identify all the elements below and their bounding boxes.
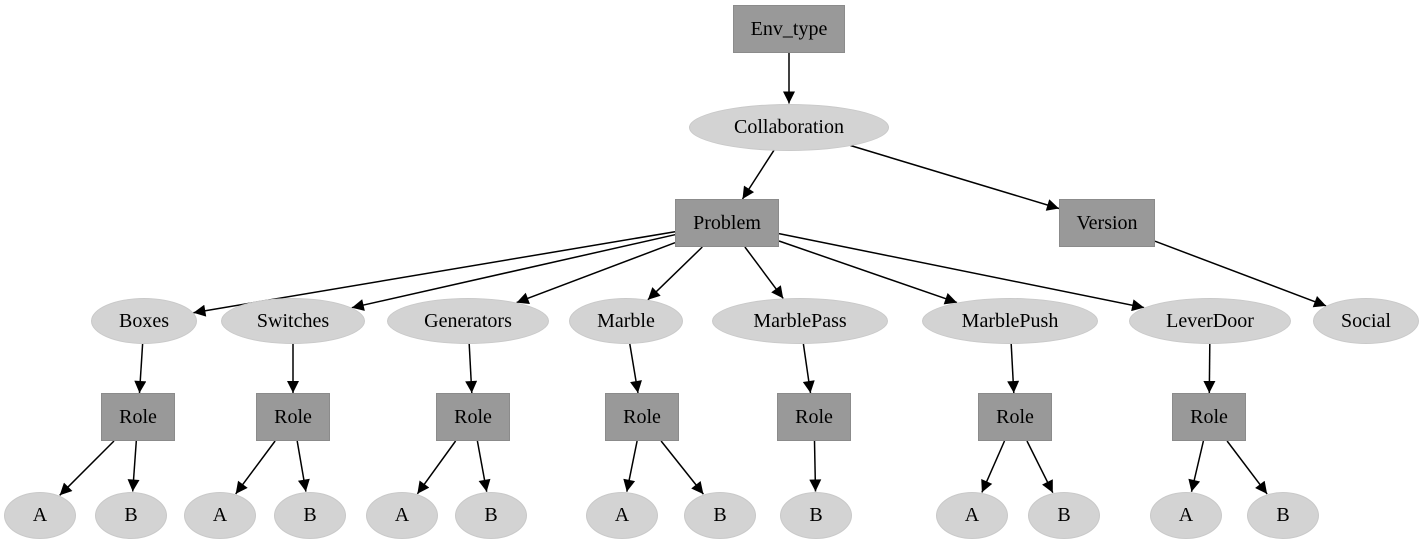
node-marblepush_a: A (936, 491, 1008, 539)
edge-role_boxes-to-boxes_a (59, 440, 115, 496)
node-marble_a: A (586, 491, 658, 539)
edge-collaboration-to-version (850, 144, 1060, 211)
edge-role_switches-to-switches_b (296, 440, 310, 492)
edge-role_leverdoor-to-leverdoor_a (1188, 440, 1205, 492)
node-marble_b: B (684, 491, 756, 539)
edge-role_leverdoor-to-leverdoor_b (1226, 440, 1268, 495)
edge-problem-to-marble (647, 246, 703, 301)
edge-marblepush-to-role_marblepush (1007, 343, 1020, 394)
node-problem: Problem (675, 199, 779, 247)
edge-role_marble-to-marble_b (660, 440, 704, 495)
edge-problem-to-marblepush (778, 240, 958, 305)
node-leverdoor_a: A (1150, 491, 1222, 539)
node-boxes_a: A (4, 491, 76, 539)
edge-role_generators-to-generators_b (476, 440, 491, 492)
edge-role_marblepush-to-marblepush_a (981, 440, 1006, 493)
node-marblepush: MarblePush (922, 298, 1098, 344)
node-collaboration: Collaboration (689, 103, 889, 151)
node-marble: Marble (569, 298, 683, 344)
edge-problem-to-marblepass (744, 246, 784, 299)
edge-marble-to-role_marble (629, 343, 642, 394)
node-switches: Switches (221, 298, 365, 344)
node-marblepass: MarblePass (712, 298, 888, 344)
edge-role_boxes-to-boxes_b (127, 440, 140, 492)
edge-role_marblepush-to-marblepush_b (1026, 440, 1054, 494)
node-role_marblepass: Role (777, 393, 851, 441)
edge-problem-to-switches (351, 233, 676, 311)
edge-version-to-social (1154, 240, 1327, 308)
node-social: Social (1313, 298, 1419, 344)
edge-boxes-to-role_boxes (134, 343, 147, 394)
edge-role_marblepass-to-marblepass_b (809, 440, 822, 492)
node-generators: Generators (387, 298, 549, 344)
node-switches_b: B (274, 491, 346, 539)
node-role_boxes: Role (101, 393, 175, 441)
node-leverdoor_b: B (1247, 491, 1319, 539)
edge-leverdoor-to-role_leverdoor (1203, 343, 1216, 394)
edge-role_generators-to-generators_a (416, 440, 457, 495)
node-marblepass_b: B (780, 491, 852, 539)
node-role_generators: Role (436, 393, 510, 441)
edge-collaboration-to-problem (741, 149, 775, 200)
edge-marblepass-to-role_marblepass (802, 343, 815, 394)
node-role_leverdoor: Role (1172, 393, 1246, 441)
edge-generators-to-role_generators (465, 343, 478, 394)
edge-role_switches-to-switches_a (235, 440, 276, 495)
edge-role_marble-to-marble_a (623, 440, 638, 492)
node-role_marble: Role (605, 393, 679, 441)
edge-problem-to-leverdoor (778, 232, 1145, 312)
node-env_type: Env_type (733, 5, 845, 53)
node-marblepush_b: B (1028, 491, 1100, 539)
node-boxes: Boxes (91, 298, 197, 344)
node-version: Version (1059, 199, 1155, 247)
edge-problem-to-generators (516, 241, 676, 304)
node-switches_a: A (184, 491, 256, 539)
node-generators_b: B (455, 491, 527, 539)
node-role_marblepush: Role (978, 393, 1052, 441)
node-leverdoor: LeverDoor (1129, 298, 1291, 344)
node-boxes_b: B (95, 491, 167, 539)
node-generators_a: A (366, 491, 438, 539)
node-role_switches: Role (256, 393, 330, 441)
